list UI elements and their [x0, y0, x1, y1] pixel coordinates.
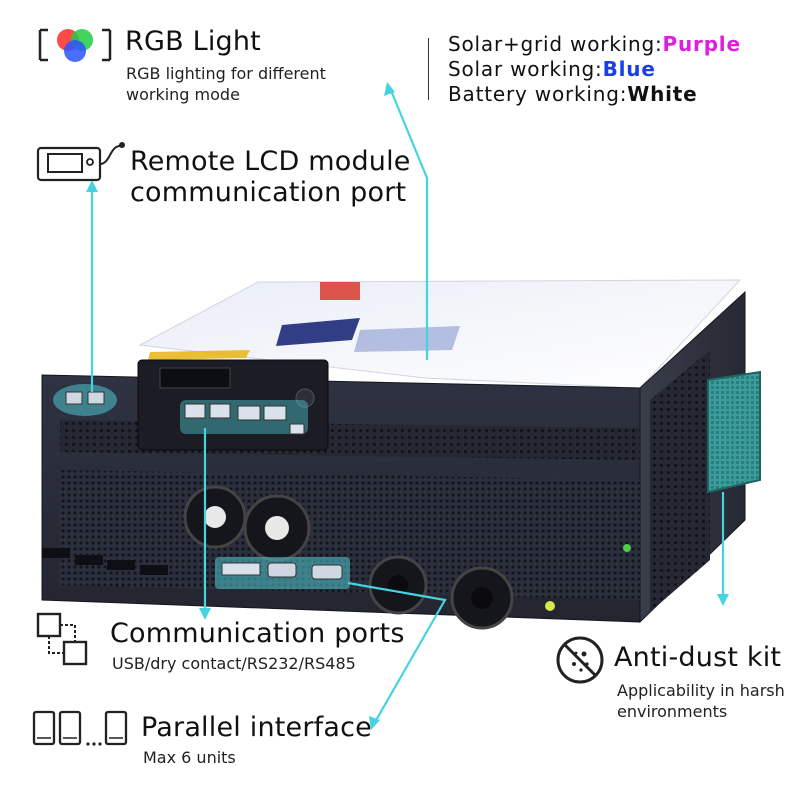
mode-battery: Battery working:White	[448, 82, 741, 107]
comm-ports-title: Communication ports	[110, 618, 405, 649]
pointer-lines	[90, 87, 725, 723]
anti-dust-title: Anti-dust kit	[614, 642, 782, 673]
rs485-port	[263, 405, 287, 421]
rgb-light-desc: RGB lighting for different working mode	[126, 63, 326, 105]
mode-solar-label: Solar working:	[448, 57, 603, 81]
rs232-port	[237, 405, 261, 421]
lcd-button	[295, 388, 315, 408]
status-led	[545, 601, 555, 611]
network-ports-icon	[36, 612, 92, 668]
anti-dust-desc-line2: environments	[617, 702, 728, 721]
mode-solar-grid: Solar+grid working:Purple	[448, 32, 741, 57]
mode-solar: Solar working:Blue	[448, 57, 741, 82]
side-vent	[650, 350, 710, 612]
anti-dust-filter	[707, 370, 761, 494]
lcd-module-title-line2: communication port	[130, 177, 407, 208]
modes-divider	[428, 38, 429, 100]
lcd-module-icon	[36, 140, 128, 184]
mode-battery-value: White	[627, 82, 698, 106]
comm-ports-desc: USB/dry contact/RS232/RS485	[112, 654, 356, 673]
parallel-interface-title: Parallel interface	[141, 712, 372, 743]
parallel-interface-desc: Max 6 units	[143, 748, 236, 767]
parallel-devices-icon	[32, 706, 128, 752]
lid-solar-graphic	[276, 318, 360, 346]
parallel-port-db9-2	[311, 564, 343, 580]
mode-battery-label: Battery working:	[448, 82, 628, 106]
mode-solar-value: Blue	[602, 57, 656, 81]
pv-connectors	[42, 548, 168, 575]
lcd-screen	[159, 367, 231, 389]
rgb-light-desc-line2: working mode	[126, 85, 240, 104]
lid-brand-badge	[320, 282, 360, 300]
mode-solar-grid-label: Solar+grid working:	[448, 32, 663, 56]
pointer-arrowheads	[86, 82, 729, 730]
anti-dust-desc-line1: Applicability in harsh	[617, 681, 785, 700]
pointer-parallel	[347, 581, 447, 723]
rgb-light-icon	[36, 24, 114, 66]
rgb-light-desc-line1: RGB lighting for different	[126, 64, 326, 83]
lcd-port	[65, 391, 83, 405]
mode-solar-grid-value: Purple	[662, 32, 741, 56]
no-dust-icon	[554, 634, 606, 686]
lcd-module-title: Remote LCD module communication port	[130, 146, 411, 208]
working-modes-list: Solar+grid working:Purple Solar working:…	[448, 32, 741, 107]
parallel-port-1	[221, 562, 261, 576]
pointer-rgb	[388, 87, 429, 360]
lcd-module-title-line1: Remote LCD module	[130, 146, 411, 177]
usb-port	[289, 423, 305, 435]
anti-dust-desc: Applicability in harsh environments	[617, 680, 785, 722]
rgb-light-title: RGB Light	[125, 26, 261, 57]
parallel-port-db9-1	[267, 562, 297, 578]
lcd-port-highlight	[53, 384, 117, 416]
